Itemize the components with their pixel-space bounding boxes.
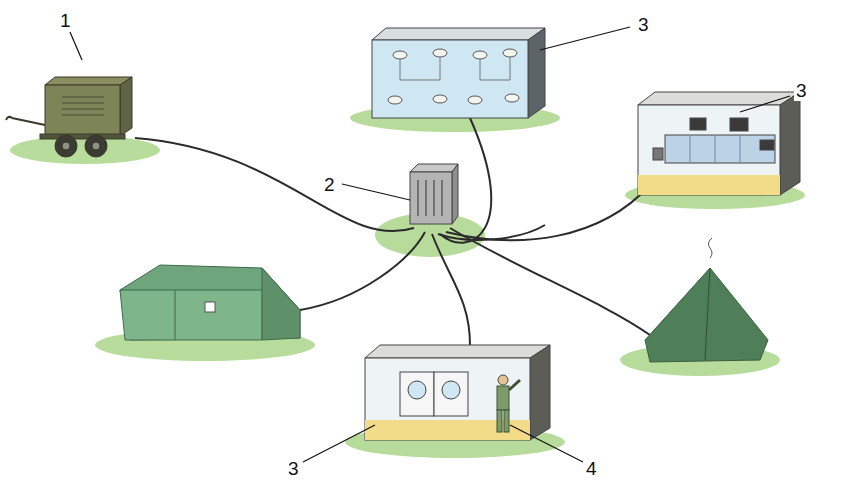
laundry-container <box>365 345 550 440</box>
tent <box>120 265 300 340</box>
callout-number: 2 <box>322 174 337 195</box>
lighting-container <box>372 28 545 118</box>
soldier <box>497 375 520 432</box>
cables <box>135 118 650 345</box>
callout-number: 3 <box>794 80 809 101</box>
cone-tent <box>645 238 768 362</box>
callout-number: 3 <box>286 458 301 479</box>
leader-lines <box>70 27 790 462</box>
callout-number: 4 <box>584 458 599 479</box>
callout-number: 1 <box>58 10 73 31</box>
distribution-box <box>410 164 458 224</box>
generator-trailer <box>6 77 132 157</box>
kitchen-container <box>638 92 800 195</box>
grass <box>10 104 805 458</box>
callout-number: 3 <box>636 14 651 35</box>
